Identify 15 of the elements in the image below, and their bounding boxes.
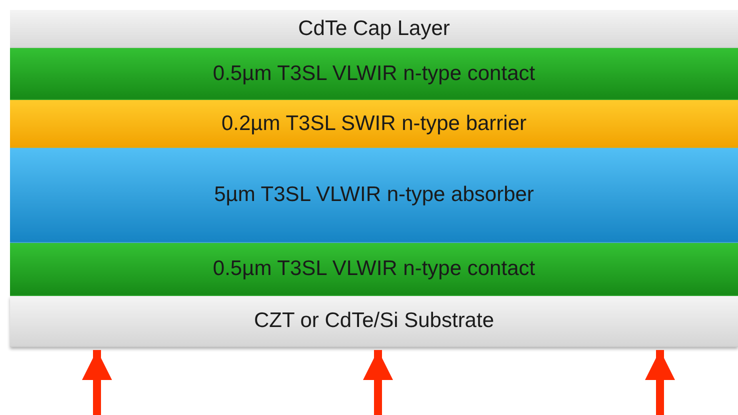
- contact-layer: [10, 48, 738, 100]
- contact-layer: [10, 243, 738, 296]
- layer-label: 5µm T3SL VLWIR n-type absorber: [214, 183, 534, 207]
- arrow: [363, 350, 393, 415]
- arrow: [82, 350, 112, 415]
- cap-layer: [10, 10, 738, 48]
- absorber-layer: [10, 148, 738, 243]
- layer-label: 0.5µm T3SL VLWIR n-type contact: [212, 257, 536, 281]
- substrate-layer: [10, 296, 738, 347]
- layer-label: CdTe Cap Layer: [298, 16, 450, 40]
- barrier-layer: [10, 100, 738, 148]
- arrow: [645, 350, 675, 415]
- layer-label: 0.2µm T3SL SWIR n-type barrier: [221, 112, 527, 136]
- layer-label: CZT or CdTe/Si Substrate: [254, 309, 494, 333]
- layer-label: 0.5µm T3SL VLWIR n-type contact: [212, 62, 536, 86]
